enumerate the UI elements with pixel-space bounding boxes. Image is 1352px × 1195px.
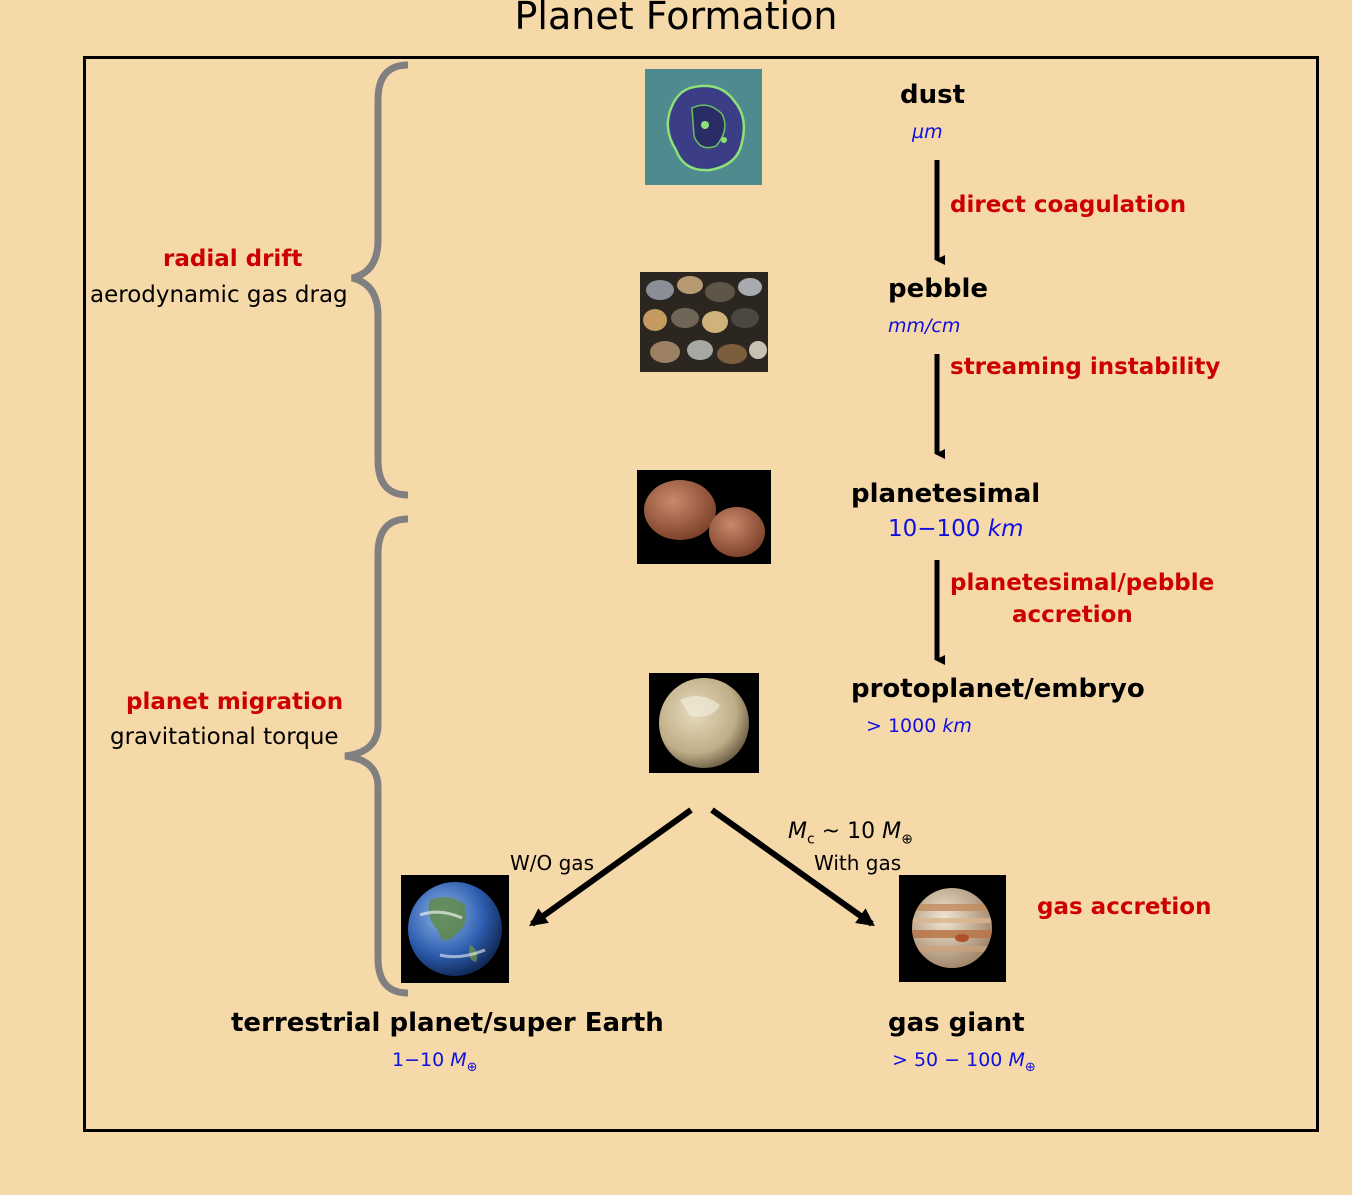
diagram-frame <box>83 56 1319 1132</box>
dust-aggregate-image <box>645 69 762 185</box>
branch-label-without-gas: W/O gas <box>510 851 594 875</box>
stage-size-pebble: mm/cm <box>888 315 961 337</box>
pebbles-image <box>640 272 768 372</box>
migration-radial-drift: radial drift <box>163 246 303 272</box>
stage-name-gas-giant: gas giant <box>888 1008 1025 1038</box>
process-gas-accretion: gas accretion <box>1037 894 1212 920</box>
planetesimal-image <box>637 470 771 564</box>
stage-name-dust: dust <box>900 80 966 110</box>
stage-size-planetesimal: 10−100 km <box>888 516 1024 542</box>
migration-gravitational-torque: gravitational torque <box>110 724 339 750</box>
earth-image <box>401 875 509 983</box>
stage-size-dust: µm <box>912 121 943 143</box>
core-mass-condition: Mc ~ 10 M⊕ <box>788 819 913 848</box>
process-accretion-line2: accretion <box>1012 602 1133 628</box>
lower-brace <box>344 515 409 997</box>
migration-aerodynamic-gas-drag: aerodynamic gas drag <box>90 282 348 308</box>
process-accretion-line1: planetesimal/pebble <box>950 570 1215 596</box>
branch-label-with-gas: With gas <box>814 851 902 875</box>
stage-name-protoplanet: protoplanet/embryo <box>851 674 1145 704</box>
stage-name-terrestrial: terrestrial planet/super Earth <box>231 1008 664 1038</box>
jupiter-image <box>899 875 1006 982</box>
stage-name-pebble: pebble <box>888 274 989 304</box>
stage-size-gas-giant: > 50 − 100 M⊕ <box>892 1049 1036 1075</box>
process-streaming-instability: streaming instability <box>950 354 1221 380</box>
stage-size-protoplanet: > 1000 km <box>866 715 972 737</box>
migration-planet-migration: planet migration <box>126 689 344 715</box>
diagram-title: Planet Formation <box>514 0 838 38</box>
stage-size-terrestrial: 1−10 M⊕ <box>392 1049 478 1075</box>
upper-brace <box>351 61 409 499</box>
stage-name-planetesimal: planetesimal <box>851 479 1041 509</box>
protoplanet-image <box>649 673 759 773</box>
process-direct-coagulation: direct coagulation <box>950 192 1187 218</box>
arrow-to-gas-giant <box>710 807 875 927</box>
arrow-to-terrestrial <box>529 807 693 927</box>
